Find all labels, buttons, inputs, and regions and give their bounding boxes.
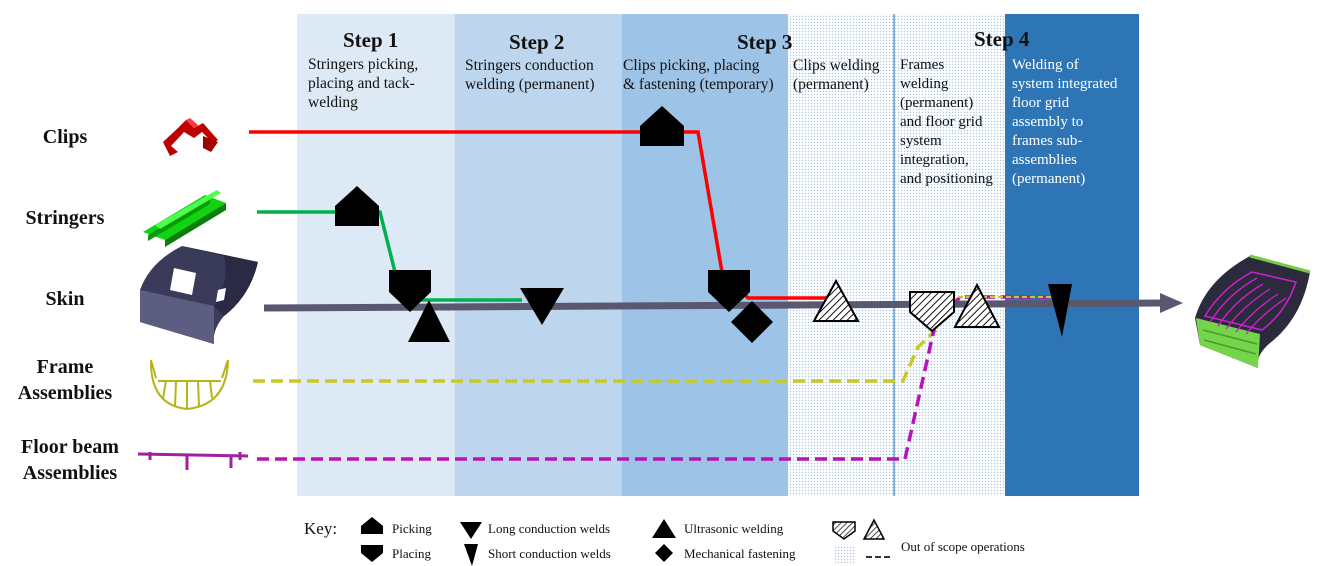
step4-column [1005,14,1139,496]
key-picking-icon [361,517,383,534]
out-of-scope-ultrasonic-symbol [812,278,860,322]
step3-description-permanent: Clips welding (permanent) [793,57,880,93]
step4-description-frames: Frames welding (permanent) and floor gri… [900,57,993,187]
key-long-weld-icon [460,522,482,539]
placing-symbol [708,270,750,312]
row-label-skin: Skin [45,288,85,310]
key-mechanical-label: Mechanical fastening [684,546,796,561]
key-out-of-scope-shade-icon [834,546,856,564]
clips-part-icon [163,118,218,156]
key-mechanical-icon [655,544,673,562]
key-title: Key: [304,519,338,538]
step1-column [297,14,455,496]
frame-assemblies-line [253,328,938,383]
key-out-of-scope-placing-icon [832,521,856,540]
row-label-stringers: Stringers [25,207,105,229]
step2-title: Step 2 [509,30,565,54]
key-short-weld-label: Short conduction welds [488,546,611,561]
mechanical-fastening-symbol [731,301,773,343]
stringers-part-icon [143,190,226,247]
key-placing-icon [361,545,383,562]
key-placing-label: Placing [392,546,431,561]
step3-description-temporary: Clips picking, placing & fastening (temp… [623,57,774,93]
step1-description: Stringers picking, placing and tack- wel… [308,56,419,111]
row-label-frame-assemblies: Frame Assemblies [17,356,113,404]
short-conduction-weld-symbol [1048,284,1072,337]
integrated-fuselage-assembly-icon [1195,254,1311,368]
row-label-clips: Clips [42,126,88,148]
key-picking-label: Picking [392,521,432,536]
row-label-floor-beam-assemblies: Floor beam Assemblies [21,436,119,484]
key-ultrasonic-label: Ultrasonic welding [684,521,784,536]
long-conduction-weld-symbol [520,288,564,325]
step2-description: Stringers conduction welding (permanent) [465,57,595,93]
floor-beam-part-icon [137,452,249,470]
step4-description-welding: Welding of system integrated floor grid … [1012,57,1118,187]
key-out-of-scope-label: Out of scope operations [901,539,1025,554]
skin-part-icon [140,246,258,344]
key-short-weld-icon [464,544,478,566]
out-of-scope-ultrasonic-symbol [953,282,1001,328]
placing-symbol [389,270,431,312]
ultrasonic-welding-symbol [408,300,450,342]
step1-title: Step 1 [343,28,399,52]
key-long-weld-label: Long conduction welds [488,521,611,536]
step4-column-out-of-scope [894,14,1005,496]
skin-line [263,299,1164,312]
picking-symbol [335,186,379,226]
step4-title: Step 4 [974,27,1030,51]
frame-part-icon [149,359,229,411]
skin-line-arrowhead [1160,293,1183,313]
step3-title: Step 3 [737,30,793,54]
key-ultrasonic-icon [652,519,676,538]
out-of-scope-placing-symbol [909,291,955,333]
step2-column [455,14,622,496]
picking-symbol [640,106,684,146]
key-out-of-scope-triangle-icon [862,518,886,540]
step3-column-temporary [622,14,788,496]
step3-column-out-of-scope [788,14,894,496]
